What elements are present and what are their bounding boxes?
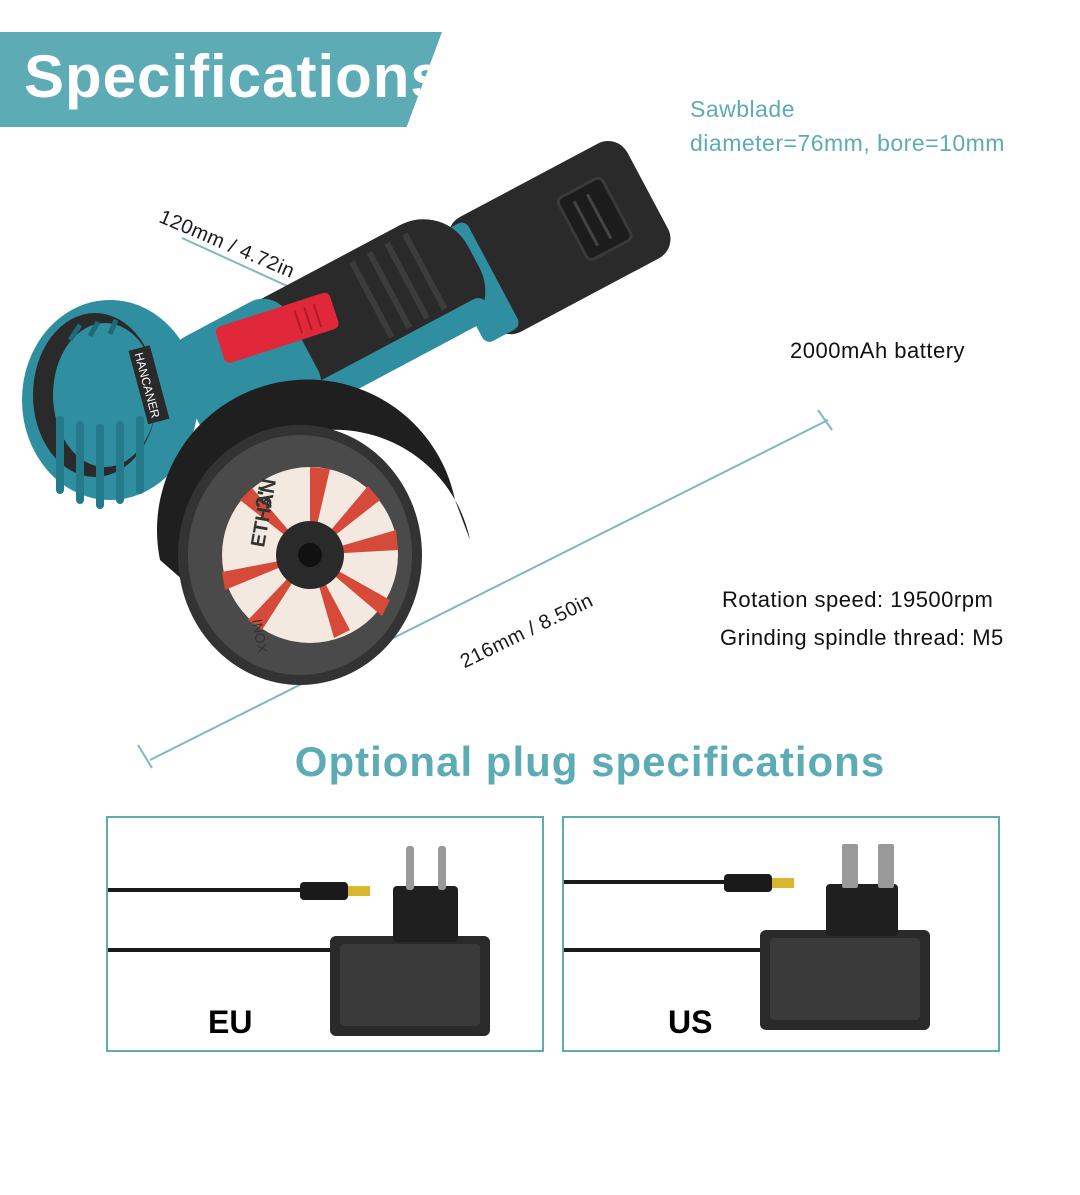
disc-size: 3"	[250, 484, 279, 511]
angle-grinder-illustration: HANCANER ETHAN 3" INOX	[22, 141, 671, 685]
banner-title: Specifications	[24, 43, 445, 110]
power-switch	[215, 292, 339, 363]
disc-type: INOX	[249, 618, 271, 655]
rotation-speed-spec: Rotation speed: 19500rpm	[722, 587, 994, 612]
plug-label-eu: EU	[208, 1004, 253, 1040]
plug-label-us: US	[668, 1004, 713, 1040]
sawblade-line1: Sawblade	[690, 96, 796, 122]
specifications-banner: Specifications	[0, 32, 442, 127]
battery-spec: 2000mAh battery	[790, 338, 966, 363]
dimension-lines	[137, 237, 833, 769]
sawblade-line2: diameter=76mm, bore=10mm	[690, 130, 1005, 156]
us-adapter-icon	[564, 844, 930, 1030]
plug-option-eu: EU	[106, 816, 544, 1052]
plug-option-us: US	[562, 816, 1000, 1052]
eu-adapter-icon	[108, 846, 490, 1036]
spindle-thread-spec: Grinding spindle thread: M5	[720, 625, 1004, 650]
sawblade-spec: Sawblade diameter=76mm, bore=10mm	[690, 92, 1005, 160]
plug-section-title: Optional plug specifications	[294, 738, 886, 785]
